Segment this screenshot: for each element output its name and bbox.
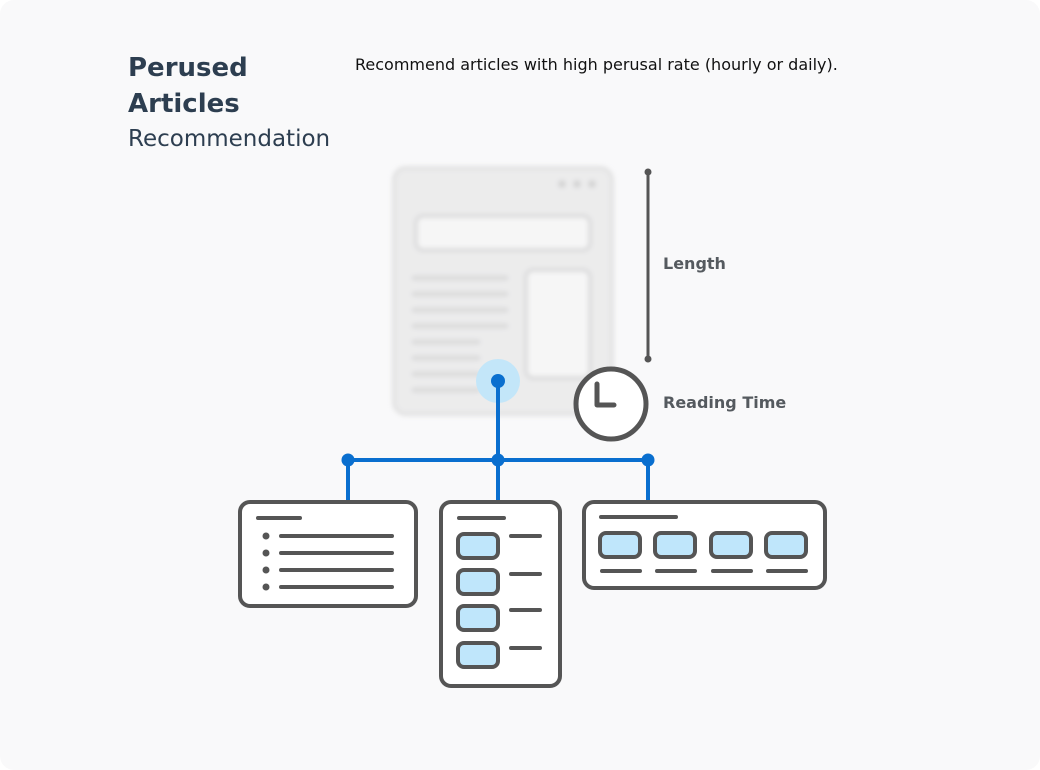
title-line-3: Recommendation <box>128 126 331 152</box>
length-measure <box>644 168 652 363</box>
clock-icon <box>573 366 649 442</box>
reading-time-label: Reading Time <box>663 393 787 412</box>
title-line-1: Perused <box>128 53 248 83</box>
source-node <box>491 374 505 388</box>
list-panel-icon <box>238 500 418 608</box>
title-block: Perused Articles Recommendation <box>128 50 330 156</box>
title-line-2: Articles <box>128 89 240 119</box>
length-label: Length <box>663 254 726 273</box>
vertical-list-panel-icon <box>439 500 562 688</box>
horizontal-list-panel-icon <box>582 500 827 590</box>
connector-tree <box>341 359 655 500</box>
browser-window-icon <box>392 166 614 416</box>
description-text: Recommend articles with high perusal rat… <box>355 55 838 74</box>
